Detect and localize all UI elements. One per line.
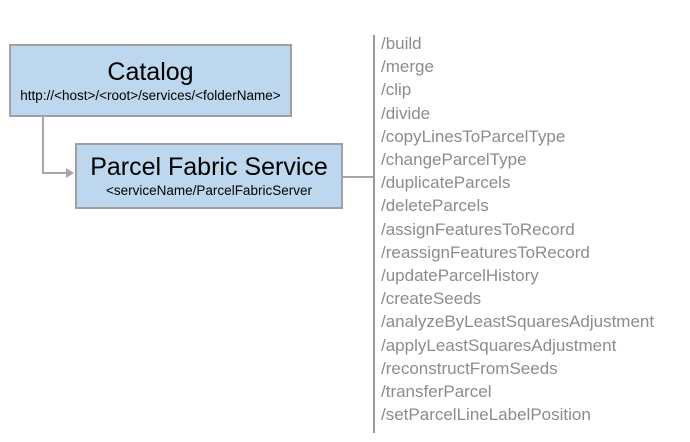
catalog-node: Catalog http://<host>/<root>/services/<f… [9, 44, 292, 117]
endpoint-item: /transferParcel [381, 382, 492, 402]
endpoint-item: /deleteParcels [381, 196, 489, 216]
endpoint-item: /updateParcelHistory [381, 266, 539, 286]
endpoint-item: /reconstructFromSeeds [381, 358, 558, 378]
catalog-url: http://<host>/<root>/services/<folderNam… [20, 87, 281, 103]
endpoint-item: /clip [381, 80, 412, 100]
endpoint-item: /reassignFeaturesToRecord [381, 242, 590, 262]
endpoint-item: /createSeeds [381, 289, 482, 309]
endpoint-list-rule [373, 35, 375, 433]
parcel-fabric-service-node: Parcel Fabric Service <serviceName/Parce… [75, 143, 343, 209]
endpoint-item: /analyzeByLeastSquaresAdjustment [381, 312, 655, 332]
connector-elbow-horizontal [42, 172, 68, 174]
connector-service-to-list [343, 176, 373, 178]
endpoint-item: /setParcelLineLabelPosition [381, 405, 591, 425]
arrowhead-icon [66, 168, 74, 178]
endpoint-item: /applyLeastSquaresAdjustment [381, 335, 617, 355]
endpoint-item: /copyLinesToParcelType [381, 126, 566, 146]
endpoint-item: /changeParcelType [381, 150, 527, 170]
endpoint-list: /build/merge/clip/divide/copyLinesToParc… [381, 32, 686, 426]
endpoint-item: /build [381, 34, 422, 53]
connector-elbow-vertical [42, 117, 44, 174]
endpoint-item: /divide [381, 103, 431, 123]
service-url: <serviceName/ParcelFabricServer [106, 183, 312, 198]
endpoint-item: /merge [381, 57, 434, 77]
service-title: Parcel Fabric Service [90, 153, 328, 181]
endpoint-item: /duplicateParcels [381, 173, 511, 193]
endpoint-item: /assignFeaturesToRecord [381, 219, 575, 239]
catalog-title: Catalog [107, 57, 194, 86]
